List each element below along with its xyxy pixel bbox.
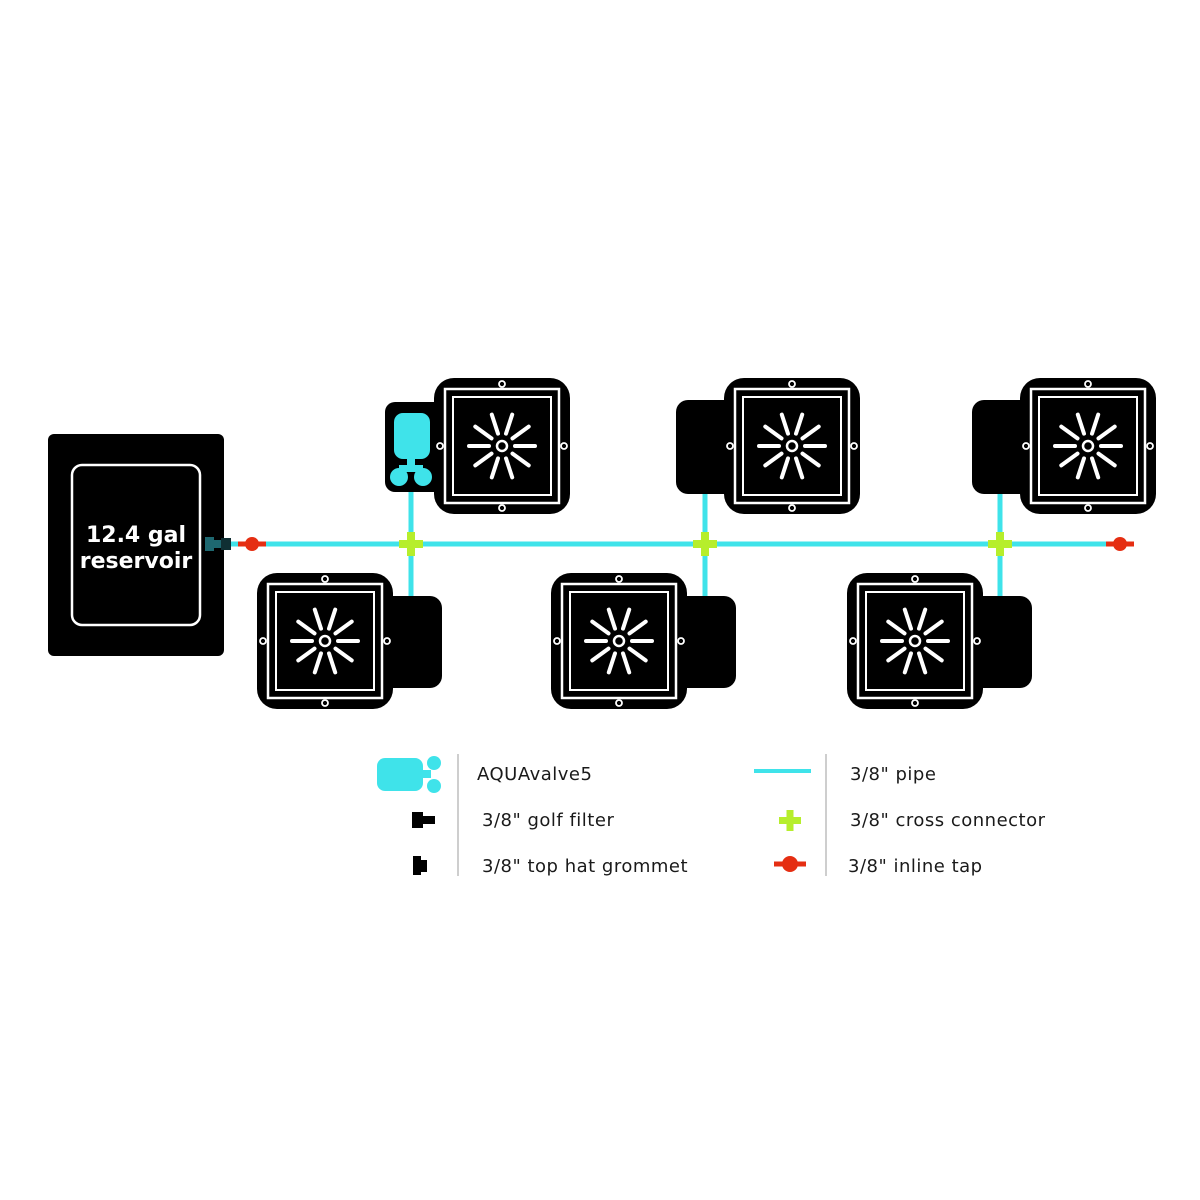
golf-filter-icon bbox=[412, 812, 435, 828]
legend: AQUAvalve5 3/8" golf filter 3/8" top hat… bbox=[377, 754, 1046, 877]
aquavalve5-icon bbox=[390, 413, 432, 486]
cross-connector-icon bbox=[988, 532, 1012, 556]
cross-connector-icon bbox=[779, 810, 801, 831]
reservoir: 12.4 gal reservoir bbox=[48, 434, 224, 656]
legend-label-inline-tap: 3/8" inline tap bbox=[848, 856, 983, 877]
inline-tap-icon bbox=[774, 856, 806, 872]
pot-bottom-3 bbox=[847, 573, 983, 709]
legend-label-pipe: 3/8" pipe bbox=[850, 764, 936, 785]
legend-label-golf-filter: 3/8" golf filter bbox=[482, 810, 614, 831]
top-hat-grommet-icon bbox=[413, 856, 427, 875]
top-hat-grommet-icon bbox=[205, 537, 221, 551]
legend-label-top-hat-grommet: 3/8" top hat grommet bbox=[482, 856, 688, 877]
inline-tap-icon bbox=[1106, 537, 1134, 551]
reservoir-label: reservoir bbox=[80, 549, 193, 574]
pot-top-2 bbox=[724, 378, 860, 514]
legend-label-aquavalve5: AQUAvalve5 bbox=[477, 764, 592, 785]
pot-bottom-2 bbox=[551, 573, 687, 709]
inline-tap-icon bbox=[238, 537, 266, 551]
aquavalve5-icon bbox=[377, 756, 441, 793]
pot-top-1 bbox=[434, 378, 570, 514]
golf-filter-icon bbox=[221, 538, 231, 550]
cross-connector-icon bbox=[399, 532, 423, 556]
pot-top-3 bbox=[1020, 378, 1156, 514]
pot-bottom-1 bbox=[257, 573, 393, 709]
legend-label-cross-connector: 3/8" cross connector bbox=[850, 810, 1046, 831]
cross-connector-icon bbox=[693, 532, 717, 556]
reservoir-capacity-label: 12.4 gal bbox=[86, 523, 186, 548]
